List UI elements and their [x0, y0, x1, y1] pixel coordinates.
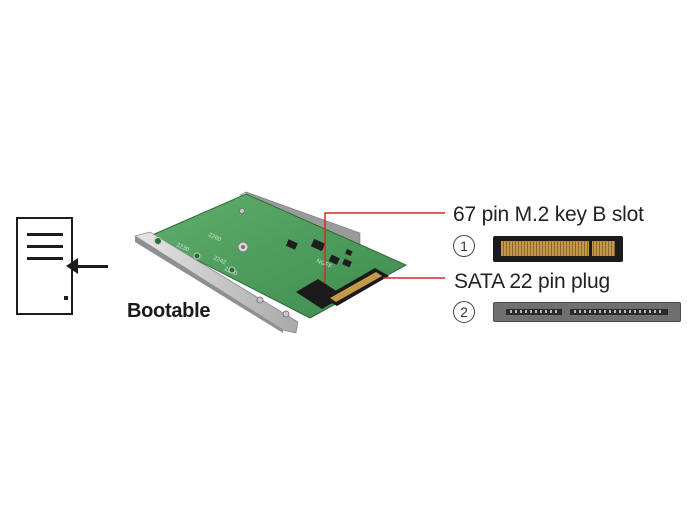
m2-gold-pins [501, 241, 615, 256]
document-line [27, 245, 63, 248]
front-rail-edge [135, 236, 283, 333]
document-icon [16, 217, 73, 315]
m2-slot-image [493, 236, 623, 262]
callout-number-2: 2 [453, 301, 475, 323]
callout-number-1: 1 [453, 235, 475, 257]
sata-plug-label: SATA 22 pin plug [454, 270, 610, 293]
arrow-left-icon [66, 258, 78, 274]
silk-2230: 2230 [175, 242, 190, 253]
silk-2242: 2242 [212, 255, 227, 266]
silk-2260: 2260 [207, 232, 222, 243]
arrow-shaft [76, 265, 108, 268]
callout-line-1 [324, 212, 445, 283]
sata-plug-image [493, 302, 681, 322]
document-dot [64, 296, 68, 300]
document-line [27, 233, 63, 236]
bootable-label: Bootable [127, 300, 211, 322]
m2-slot-label: 67 pin M.2 key B slot [453, 203, 644, 226]
document-line [27, 257, 63, 260]
m2-key-notch [589, 240, 592, 257]
pcb-board [148, 193, 408, 319]
